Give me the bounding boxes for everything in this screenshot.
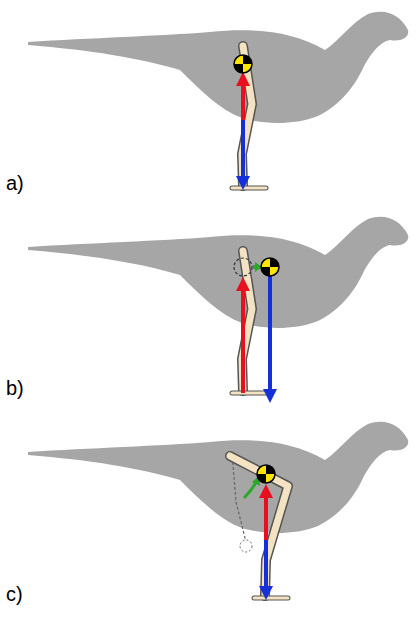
weight-arrow xyxy=(264,540,268,590)
weight-arrow xyxy=(268,275,272,391)
force-arrow xyxy=(241,82,245,120)
center-of-mass xyxy=(257,465,275,483)
panel-label: a) xyxy=(6,172,24,195)
rotation-arrow xyxy=(244,482,256,498)
arrow-head xyxy=(263,389,277,403)
force-arrow xyxy=(241,287,245,393)
silhouette xyxy=(28,217,408,328)
panel-c xyxy=(28,422,408,600)
panel-label: b) xyxy=(6,377,24,400)
arrow-head xyxy=(236,277,250,291)
leg-bones xyxy=(232,46,266,188)
silhouette xyxy=(28,12,408,123)
silhouette xyxy=(28,422,408,533)
panel-label: c) xyxy=(6,583,23,606)
arrow-head xyxy=(259,484,273,498)
center-of-mass xyxy=(261,258,279,276)
arrow-head xyxy=(236,176,250,190)
leg-bones xyxy=(232,251,266,393)
center-of-mass xyxy=(234,55,252,73)
arrow-head xyxy=(236,72,250,86)
leg-bones xyxy=(230,456,288,598)
former-com xyxy=(234,258,252,276)
former-knee xyxy=(240,540,252,552)
weight-arrow xyxy=(241,120,245,180)
force-arrow xyxy=(264,494,268,540)
arrow-head xyxy=(259,586,273,600)
panel-a xyxy=(28,12,408,190)
panel-b xyxy=(28,217,408,403)
